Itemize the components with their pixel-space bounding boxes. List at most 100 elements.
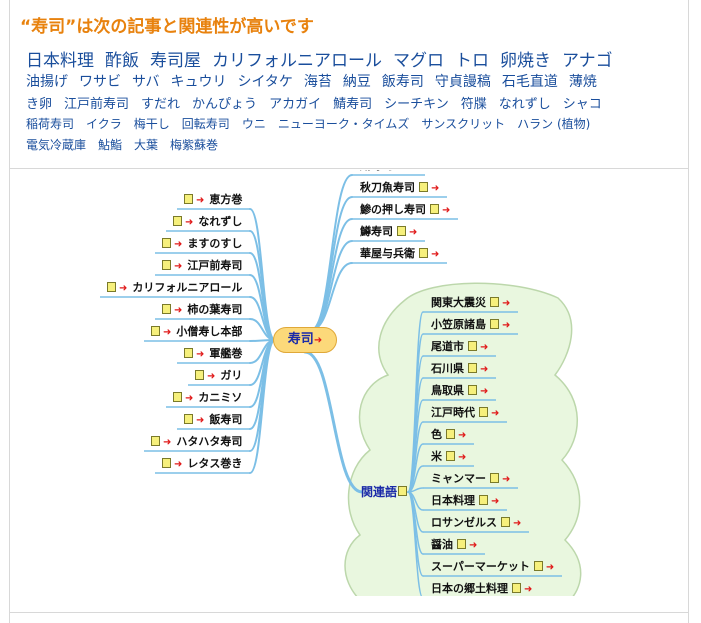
doc-icon	[479, 407, 488, 417]
related-link[interactable]: サバ	[132, 74, 160, 90]
related-link[interactable]: キュウリ	[170, 74, 227, 90]
mindmap-node[interactable]: 関東大震災➜	[431, 295, 512, 311]
doc-icon	[173, 216, 182, 226]
mindmap-node[interactable]: スーパーマーケット➜	[431, 559, 556, 575]
node-label: スーパーマーケット	[431, 560, 530, 573]
mindmap-node[interactable]: ➜恵方巻	[183, 192, 242, 208]
related-link[interactable]: シーチキン	[384, 97, 449, 112]
mindmap-node[interactable]: ➜柿の葉寿司	[161, 302, 242, 318]
doc-icon	[173, 392, 182, 402]
mindmap-node[interactable]: 江戸時代➜	[431, 405, 501, 421]
related-link[interactable]: ハラン (植物)	[517, 117, 591, 131]
doc-icon	[195, 370, 204, 380]
doc-icon	[479, 495, 488, 505]
related-link[interactable]: 守貞謾稿	[434, 74, 491, 90]
mindmap-node[interactable]: 鳥取県➜	[431, 383, 490, 399]
related-link[interactable]: 薄焼	[568, 74, 597, 90]
mindmap-node[interactable]: 色➜	[431, 427, 468, 443]
arrow-right-icon: ➜	[196, 415, 205, 426]
related-link[interactable]: 海苔	[303, 74, 332, 90]
doc-icon	[184, 414, 193, 424]
arrow-right-icon: ➜	[458, 452, 467, 463]
related-link[interactable]: ニューヨーク・タイムズ	[277, 117, 410, 131]
related-link[interactable]: 梅紫蘇巻	[170, 138, 219, 152]
related-link[interactable]: 大葉	[134, 138, 159, 152]
arrow-right-icon: ➜	[524, 584, 533, 595]
related-link[interactable]: アナゴ	[562, 51, 613, 71]
related-link[interactable]: き卵	[26, 97, 53, 112]
related-link[interactable]: 鮎鮨	[98, 138, 123, 152]
related-link[interactable]: 鯖寿司	[333, 97, 373, 112]
related-link[interactable]: 卵焼き	[500, 51, 551, 71]
arrow-right-icon: ➜	[491, 408, 500, 419]
arrow-right-icon: ➜	[196, 195, 205, 206]
related-link[interactable]: 稲荷寿司	[26, 117, 75, 131]
mindmap-node[interactable]: 鯵の押し寿司➜	[360, 202, 452, 218]
mindmap-node[interactable]: 尾道市➜	[431, 339, 490, 355]
mindmap-node[interactable]: ➜ガリ	[194, 368, 242, 384]
mindmap-node[interactable]: 小笠原諸島➜	[431, 317, 512, 333]
mindmap-node[interactable]: 日本料理➜	[431, 493, 501, 509]
related-link[interactable]: シイタケ	[237, 74, 293, 90]
mindmap-node[interactable]: 石川県➜	[431, 361, 490, 377]
arrow-right-icon: ➜	[163, 327, 172, 338]
mindmap-node[interactable]: ➜軍艦巻	[183, 346, 242, 362]
related-link[interactable]: 石毛直道	[501, 74, 558, 90]
branch-line	[249, 339, 276, 474]
mindmap-node[interactable]: 米➜	[431, 449, 468, 465]
related-link[interactable]: マグロ	[393, 51, 444, 71]
mindmap-node[interactable]: 醤油➜	[431, 537, 479, 553]
mindmap-node[interactable]: 秋刀魚寿司➜	[360, 180, 441, 196]
related-link[interactable]: トロ	[455, 51, 489, 71]
related-link[interactable]: 回転寿司	[181, 117, 230, 131]
related-link[interactable]: アカガイ	[269, 97, 322, 112]
related-link[interactable]: 油揚げ	[26, 74, 68, 90]
arrow-right-icon: ➜	[502, 320, 511, 331]
mindmap-node[interactable]: ロサンゼルス➜	[431, 515, 523, 531]
mindmap-node[interactable]: ➜カリフォルニアロール	[106, 280, 242, 296]
branch-line	[249, 339, 276, 452]
mindmap-hub-related[interactable]: 関連語	[361, 483, 408, 500]
node-label: 米	[431, 450, 442, 463]
mindmap-node[interactable]: ➜ハタハタ寿司	[150, 434, 242, 450]
mindmap-node[interactable]: ➜江戸前寿司	[161, 258, 242, 274]
related-link[interactable]: すだれ	[141, 97, 181, 112]
related-link[interactable]: カリフォルニアロール	[212, 51, 382, 71]
mindmap-node[interactable]: 華屋与兵衛➜	[360, 246, 441, 262]
related-link[interactable]: 日本料理	[26, 51, 94, 71]
mindmap-node[interactable]: ➜ますのすし	[161, 236, 242, 252]
mindmap-node[interactable]: ➜レタス巻き	[161, 456, 242, 472]
mindmap-node[interactable]: ➜飯寿司	[183, 412, 242, 428]
mindmap-node[interactable]: 鱒寿司➜	[360, 224, 419, 240]
arrow-right-icon: ➜	[185, 217, 194, 228]
related-link[interactable]: 飯寿司	[381, 74, 424, 90]
mindmap-node[interactable]: ミャンマー➜	[431, 471, 512, 487]
related-link[interactable]: なれずし	[498, 97, 551, 112]
related-link[interactable]: 梅干し	[133, 117, 170, 131]
related-link[interactable]: イクラ	[86, 117, 122, 131]
related-link[interactable]: ワサビ	[79, 74, 121, 90]
related-link[interactable]: 酢飯	[105, 51, 139, 71]
mindmap-node[interactable]: ➜小僧寿し本部	[150, 324, 242, 340]
related-link[interactable]: サンスクリット	[421, 117, 506, 131]
related-link[interactable]: かんぴょう	[192, 97, 258, 112]
arrow-right-icon: ➜	[163, 437, 172, 448]
node-label: レタス巻き	[187, 457, 243, 470]
arrow-right-icon: ➜	[174, 305, 183, 316]
related-link[interactable]: 納豆	[342, 74, 371, 90]
mindmap-node[interactable]: 鯖寿司➜	[360, 170, 419, 174]
related-link[interactable]: 電気冷蔵庫	[26, 138, 87, 152]
related-link[interactable]: 符牒	[460, 97, 487, 112]
related-link[interactable]: シャコ	[562, 97, 602, 112]
mindmap-node[interactable]: 日本の郷土料理➜	[431, 581, 534, 596]
mindmap-node[interactable]: ➜カニミソ	[172, 390, 242, 406]
arrow-right-icon: ➜	[513, 518, 522, 529]
related-link[interactable]: ウニ	[241, 117, 266, 131]
related-link[interactable]: 寿司屋	[150, 51, 201, 71]
mindmap-node[interactable]: ➜なれずし	[172, 214, 242, 230]
related-link[interactable]: 江戸前寿司	[64, 97, 130, 112]
mindmap-center-node[interactable]: 寿司➜	[273, 327, 337, 353]
node-label: 鯖寿司	[360, 170, 393, 172]
branch-line	[303, 350, 364, 494]
hub-label: 関連語	[361, 485, 398, 499]
